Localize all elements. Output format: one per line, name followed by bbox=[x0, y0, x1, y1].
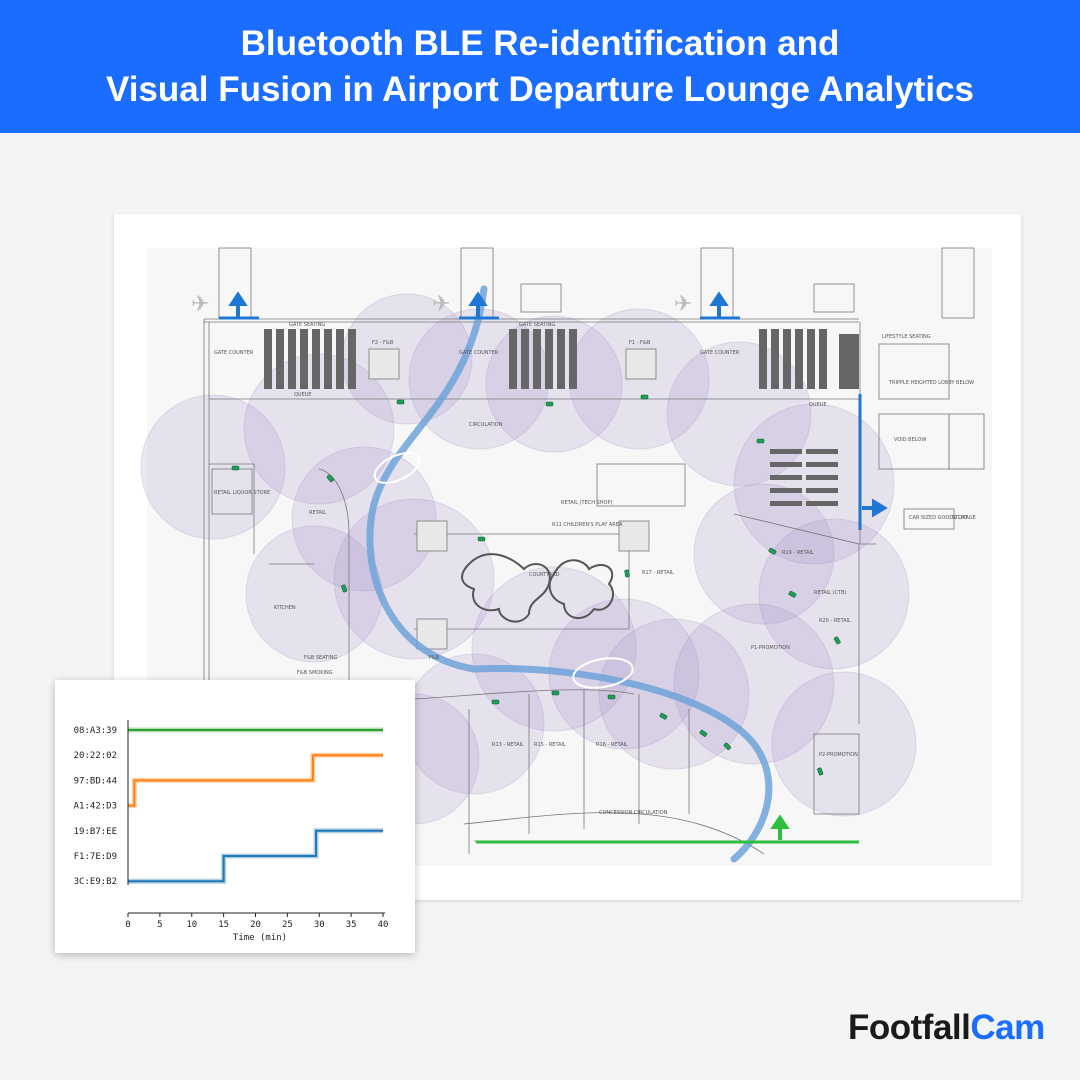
plan-label: P2-PROMOTION bbox=[819, 752, 858, 758]
coverage-zone bbox=[673, 603, 835, 765]
title-line-2: Visual Fusion in Airport Departure Loung… bbox=[106, 69, 974, 109]
plan-label: R15 - RETAIL bbox=[534, 742, 566, 748]
arrow-right-icon bbox=[862, 498, 888, 518]
plan-label: GATE COUNTER bbox=[214, 350, 254, 356]
airplane-icon: ✈ bbox=[432, 292, 450, 317]
floor-plan-card: ✈ ✈ ✈ GATE COUNTER GATE SEATING QUEUE GA… bbox=[114, 214, 1021, 900]
reid-highlight-ellipse bbox=[572, 657, 634, 689]
x-tick-label: 35 bbox=[346, 920, 357, 930]
y-tick-label: 97:BD:44 bbox=[74, 776, 117, 786]
y-tick-label: 20:22:02 bbox=[74, 751, 117, 761]
coverage-zone bbox=[771, 671, 917, 817]
airplane-icon: ✈ bbox=[191, 292, 209, 317]
ble-sensors bbox=[231, 394, 841, 776]
plan-label: GATE SEATING bbox=[519, 322, 555, 328]
plan-label: STORAGE bbox=[952, 515, 976, 521]
y-tick-label: 3C:E9:B2 bbox=[74, 877, 117, 887]
plan-label: F&B SEATING bbox=[304, 655, 337, 661]
visual-trajectory-path bbox=[366, 285, 773, 863]
plan-label: R13 - RETAIL bbox=[492, 742, 524, 748]
series-line bbox=[128, 754, 383, 807]
airplane-icon: ✈ bbox=[674, 292, 692, 317]
plan-label: RETAIL LIQUOR STORE bbox=[214, 490, 270, 496]
plan-label: TRIPPLE HEIGHTED LOBBY BELOW bbox=[888, 380, 974, 386]
plan-label: F2 - F&B bbox=[372, 340, 394, 346]
plan-label: F&B SMOKING bbox=[297, 670, 333, 676]
airplane-icons: ✈ ✈ ✈ bbox=[191, 292, 692, 317]
arrow-up-icon bbox=[228, 291, 248, 317]
plan-label: COURTYARD bbox=[529, 572, 560, 578]
arrow-up-icon bbox=[468, 291, 488, 317]
logo-part-1: Footfall bbox=[848, 1008, 971, 1047]
plan-label: KITCHEN bbox=[274, 605, 296, 611]
floor-plan: ✈ ✈ ✈ GATE COUNTER GATE SEATING QUEUE GA… bbox=[140, 247, 992, 866]
plan-label: VOID BELOW bbox=[894, 437, 926, 443]
plan-label: R19 - RETAIL bbox=[782, 550, 814, 556]
plan-label: RETAIL (CTB) bbox=[814, 590, 846, 596]
plan-label: R11 CHILDREN'S PLAY AREA bbox=[552, 522, 623, 528]
coverage-zone bbox=[291, 446, 437, 592]
coverage-zone bbox=[140, 394, 286, 540]
coverage-zone bbox=[485, 315, 623, 453]
x-axis-label: Time (min) bbox=[233, 933, 287, 943]
plan-label: R17 - RETAIL bbox=[642, 570, 674, 576]
gate-arrows bbox=[219, 291, 888, 844]
x-tick-label: 5 bbox=[157, 920, 162, 930]
y-tick-label: 08:A3:39 bbox=[74, 726, 117, 736]
plan-label: QUEUE bbox=[294, 392, 312, 398]
x-tick-label: 0 bbox=[125, 920, 130, 930]
reid-highlight-ellipse bbox=[373, 452, 421, 484]
courtyard-planters bbox=[461, 553, 614, 623]
plan-label: QUEUE bbox=[809, 402, 827, 408]
y-tick-label: 19:B7:EE bbox=[74, 827, 117, 837]
x-tick-label: 15 bbox=[218, 920, 229, 930]
plan-label: RETAIL (TECH SHOP) bbox=[561, 500, 612, 506]
plan-label: CIRCULATION bbox=[469, 422, 503, 428]
x-tick-label: 40 bbox=[378, 920, 389, 930]
plan-labels: GATE COUNTER GATE SEATING QUEUE GATE COU… bbox=[214, 322, 976, 816]
plan-label: F1 - F&B bbox=[629, 340, 651, 346]
plan-label: R16 - RETAIL bbox=[596, 742, 628, 748]
plan-label: RETAIL bbox=[309, 510, 326, 516]
arrow-up-icon bbox=[709, 291, 729, 317]
logo-part-2: Cam bbox=[970, 1008, 1045, 1047]
plan-label: R20 - RETAIL bbox=[819, 618, 851, 624]
seating-pods bbox=[368, 348, 657, 650]
coverage-zone bbox=[758, 518, 910, 670]
plan-label: F&B bbox=[429, 655, 440, 661]
x-tick-label: 10 bbox=[186, 920, 197, 930]
plan-label: LIFESTYLE SEATING bbox=[882, 334, 931, 340]
coverage-zone bbox=[333, 498, 495, 660]
plan-label: CAR SIZED GOODS LIFT bbox=[909, 515, 969, 521]
footfallcam-logo: FootfallCam bbox=[848, 1008, 1045, 1048]
y-tick-label: A1:42:D3 bbox=[74, 802, 117, 812]
x-tick-label: 25 bbox=[282, 920, 293, 930]
title-banner: Bluetooth BLE Re-identification and Visu… bbox=[0, 0, 1080, 133]
plan-label: GATE SEATING bbox=[289, 322, 325, 328]
plan-label: P1-PROMOTION bbox=[751, 645, 790, 651]
x-tick-label: 30 bbox=[314, 920, 325, 930]
plan-label: GATE COUNTER bbox=[459, 350, 499, 356]
plan-label: GATE COUNTER bbox=[700, 350, 740, 356]
plan-label: CONCESSION CIRCULATION bbox=[599, 810, 668, 816]
series-line bbox=[128, 829, 383, 883]
x-tick-label: 20 bbox=[250, 920, 261, 930]
coverage-zone bbox=[693, 483, 835, 625]
gate-seating-blocks bbox=[264, 329, 859, 506]
title-line-1: Bluetooth BLE Re-identification and bbox=[240, 23, 840, 63]
arrow-up-icon bbox=[770, 814, 790, 840]
y-tick-label: F1:7E:D9 bbox=[74, 852, 117, 862]
